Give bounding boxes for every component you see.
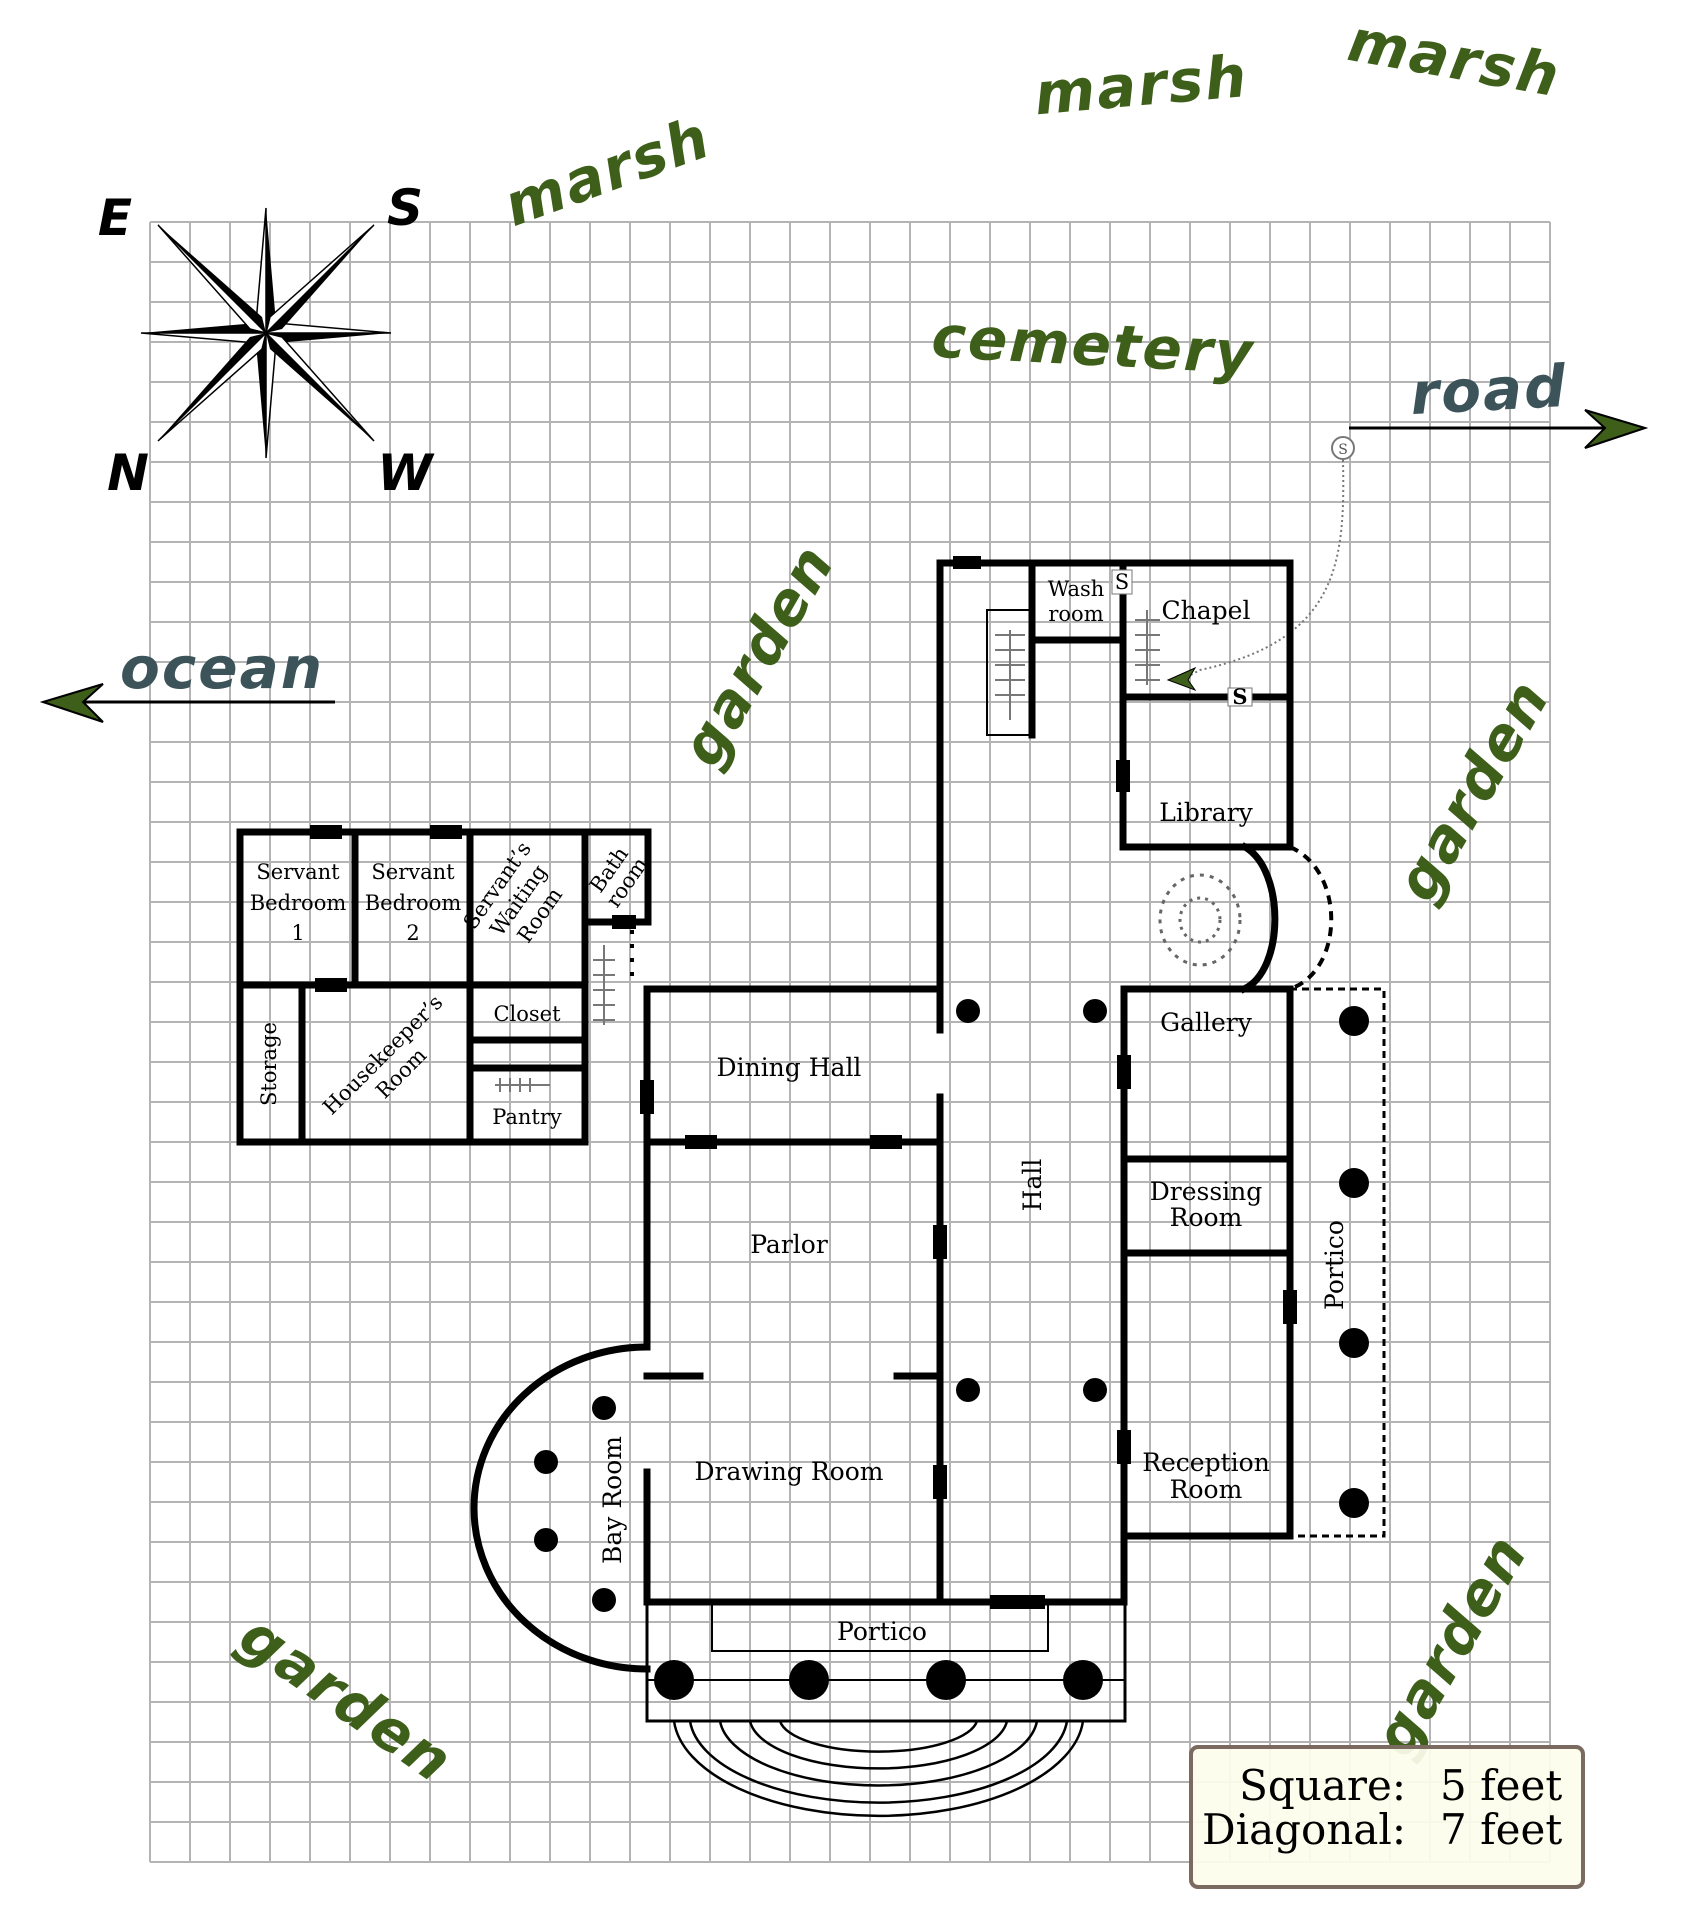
side-portico-outline [1290,987,1386,1538]
closet-label: Closet [493,1002,561,1026]
column [1339,1328,1369,1358]
front-portico-label: Portico [837,1617,927,1646]
cemetery-label: cemetery [930,303,1256,388]
column [956,1378,980,1402]
column [926,1660,966,1700]
grid [149,221,1551,1863]
secret-entrance-marker: S [1338,442,1348,458]
library-label: Library [1159,798,1253,827]
column [1063,1660,1103,1700]
column [1339,1006,1369,1036]
compass-east-label: E [98,189,132,247]
housekeepers-room-label: Housekeeper’s [318,990,447,1119]
staircase [986,609,1033,736]
road-label: road [1409,352,1569,428]
column [592,1588,616,1612]
servant-bedroom-1-label: Bedroom [250,891,347,915]
servant-bedroom-1-label: 1 [291,921,304,945]
storage-label: Storage [257,1022,281,1106]
compass-north-label: N [107,444,149,502]
scale-legend: Square: 5 feet Diagonal: 7 feet [1189,1745,1585,1889]
wash-room-label: Wash [1048,577,1105,601]
secret-door-marker: S [1232,684,1247,709]
dressing-room-label: Dressing [1150,1177,1263,1206]
square-value: 5 feet [1440,1761,1562,1810]
column [1339,1488,1369,1518]
column [789,1660,829,1700]
column [654,1660,694,1700]
column [956,999,980,1023]
reception-room-label: Reception [1142,1448,1270,1477]
servant-bedroom-1-label: Servant [256,860,340,884]
garden-label: garden [667,533,848,778]
column [1083,999,1107,1023]
dining-hall-label: Dining Hall [717,1053,862,1082]
servant-building [236,825,652,1146]
compass-west-label: W [377,444,435,502]
wash-room-label: room [1048,602,1103,626]
hall-label: Hall [1018,1159,1047,1212]
garden-label: garden [1382,668,1563,913]
marsh-label: marsh [1343,6,1566,110]
garden-label: garden [1360,1523,1541,1768]
pantry-label: Pantry [492,1105,562,1129]
bay-room-label: Bay Room [598,1436,627,1564]
front-steps [672,1720,1085,1818]
side-portico-label: Portico [1320,1220,1349,1310]
column [534,1450,558,1474]
secret-door-marker: S [1115,570,1129,594]
secret-path: S [1166,436,1355,692]
servant-bedroom-2-label: 2 [406,921,419,945]
compass-rose-icon [140,207,392,459]
marsh-label: marsh [1032,42,1251,128]
marsh-label: marsh [495,103,719,240]
ocean-label: ocean [120,634,324,702]
main-house: S S [470,556,1386,1818]
column [1083,1378,1107,1402]
ocean-arrow-icon [39,683,335,723]
dressing-room-label: Room [1170,1203,1243,1232]
reception-room-label: Room [1170,1475,1243,1504]
road-arrow-icon [1349,409,1649,449]
diagonal-value: 7 feet [1440,1805,1562,1854]
servant-bedroom-2-label: Bedroom [365,891,462,915]
servant-bedroom-2-label: Servant [371,860,455,884]
parlor-label: Parlor [750,1230,828,1259]
column [1339,1168,1369,1198]
gallery-label: Gallery [1160,1008,1253,1037]
drawing-room-label: Drawing Room [695,1457,884,1486]
square-label: Square: [1239,1761,1406,1810]
column [534,1528,558,1552]
chapel-label: Chapel [1162,596,1251,625]
compass-south-label: S [387,179,423,237]
spiral-staircase [1158,873,1242,967]
diagonal-label: Diagonal: [1202,1805,1406,1854]
column [592,1396,616,1420]
